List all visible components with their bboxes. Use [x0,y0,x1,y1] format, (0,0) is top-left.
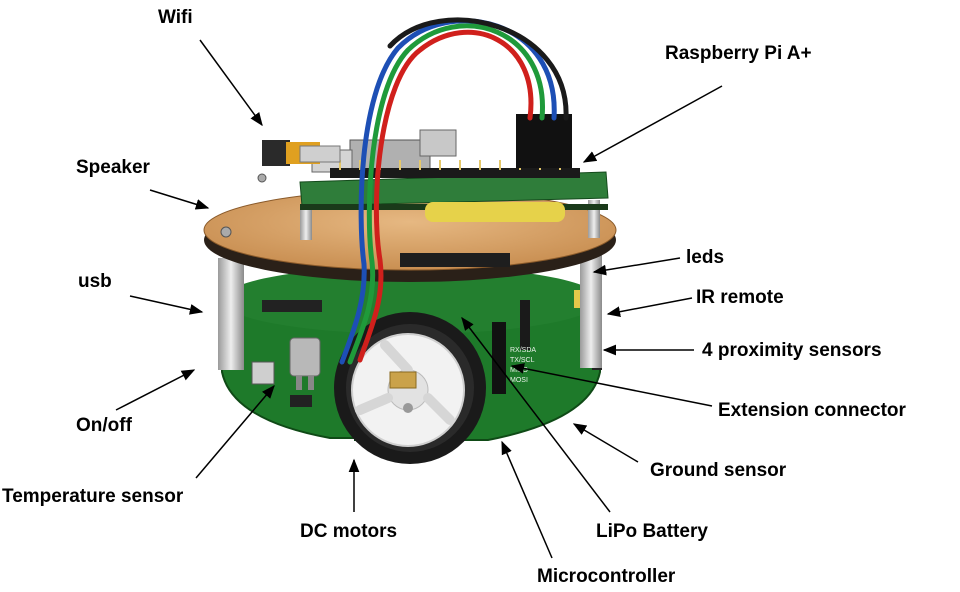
callout-arrows [115,39,723,559]
label-wifi: Wifi [158,7,193,28]
arrow-raspberry [582,85,723,163]
arrow-wifi [199,39,263,127]
arrow-temperature [195,384,275,479]
label-microcontroller: Microcontroller [537,566,676,587]
ribbon-wires [339,17,569,365]
label-on-off: On/off [76,415,132,436]
arrow-ground [572,423,639,463]
label-proximity-sensors: 4 proximity sensors [702,340,882,361]
standoff-right [580,252,602,368]
label-leds: leds [686,247,725,268]
arrow-onoff [115,369,196,411]
arrow-speaker [149,189,210,210]
label-ir-remote: IR remote [696,287,784,308]
arrow-microcontroller [501,440,553,559]
standoff-left [218,258,244,370]
svg-text:RX/SDA: RX/SDA [510,347,536,354]
label-usb: usb [78,271,112,292]
label-ground-sensor: Ground sensor [650,460,787,481]
label-lipo-battery: LiPo Battery [596,521,708,542]
label-speaker: Speaker [76,157,150,178]
label-dc-motors: DC motors [300,521,398,542]
svg-text:TX/SCL: TX/SCL [510,357,535,364]
arrow-leds [592,257,681,276]
wifi-dongle [262,140,341,166]
svg-text:MOSI: MOSI [510,377,528,384]
arrow-lipo [461,316,611,513]
arrow-ir [606,297,693,318]
wheel [334,312,486,464]
arrow-usb [129,295,204,315]
label-raspberry-pi: Raspberry Pi A+ [665,43,812,64]
label-extension-connector: Extension connector [718,400,906,421]
arrow-extension [510,363,713,407]
label-temperature-sensor: Temperature sensor [2,486,184,507]
